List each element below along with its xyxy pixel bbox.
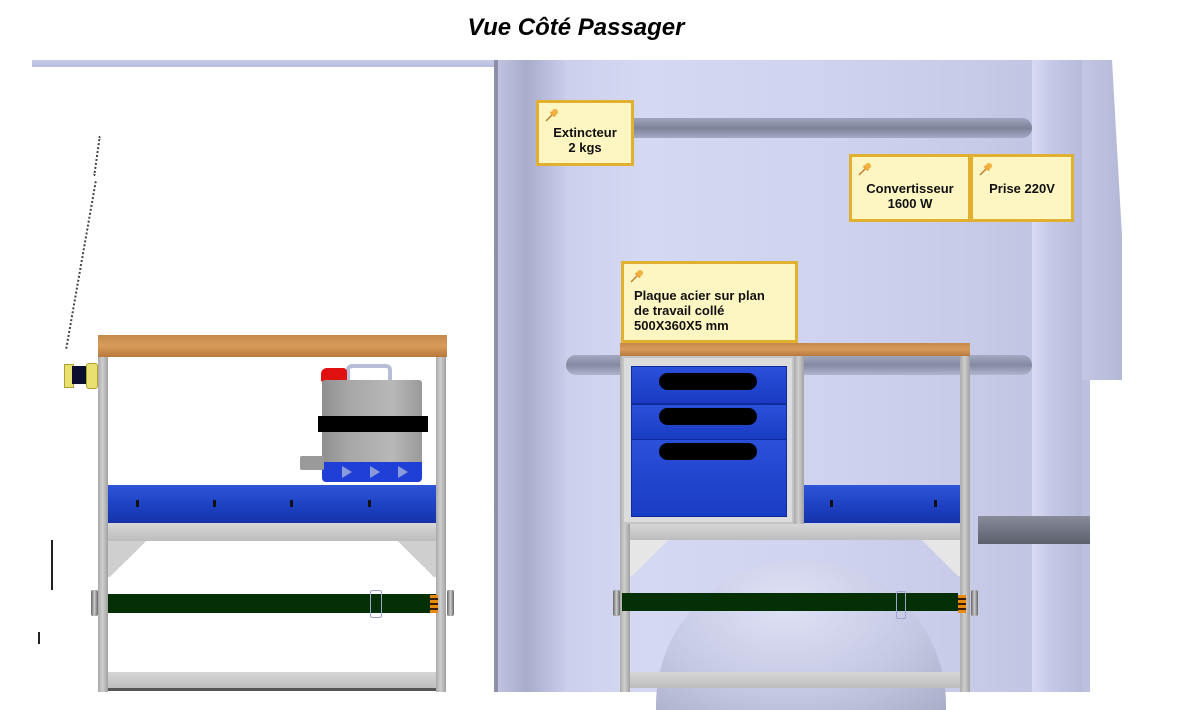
pushpin-icon: [858, 163, 871, 176]
note-prise: Prise 220V: [970, 154, 1074, 222]
drawer-handle: [659, 408, 757, 425]
shelf-post-right: [436, 357, 446, 692]
bolt-icon: [830, 500, 833, 507]
note-line: Prise 220V: [989, 181, 1055, 196]
drawer-1: [631, 366, 787, 404]
ratchet-anchor: [62, 360, 98, 390]
pushpin-icon: [630, 270, 643, 283]
shelf-post-right: [960, 356, 970, 692]
bolt-icon: [290, 500, 293, 507]
note-line: de travail collé: [634, 303, 725, 318]
pushpin-icon: [545, 109, 558, 122]
arrow-icon: [370, 466, 380, 478]
note-line: Extincteur: [553, 125, 617, 140]
van-outline-line: [51, 540, 53, 590]
bottom-shelf: [108, 672, 436, 688]
van-edge-line: [494, 60, 498, 692]
arrow-icon: [398, 466, 408, 478]
van-rear-panel: [1082, 60, 1122, 380]
shelf-gusset: [920, 540, 960, 576]
shelf-gusset: [396, 541, 436, 577]
shelf-gusset: [108, 541, 148, 577]
jerrycan-handle: [346, 364, 392, 382]
note-line: 2 kgs: [568, 140, 602, 155]
bottom-shelf-edge: [108, 688, 436, 691]
shelf-post-left: [620, 356, 630, 692]
strap-clip-right: [447, 590, 454, 616]
strap-buckle: [896, 591, 906, 619]
drawer-2: [631, 404, 787, 440]
van-outline-dots: [93, 136, 101, 176]
jerrycan-tap: [300, 456, 324, 470]
note-extincteur: Extincteur 2 kgs: [536, 100, 634, 166]
bolt-icon: [136, 500, 139, 507]
note-line: Convertisseur: [866, 181, 954, 196]
shelf-post-left: [98, 357, 108, 692]
blue-bin: [108, 485, 436, 523]
shelf-gusset: [630, 540, 670, 576]
jerrycan-strap: [318, 416, 428, 432]
bolt-icon: [213, 500, 216, 507]
wood-worktop: [620, 343, 970, 356]
bolt-icon: [934, 500, 937, 507]
green-strap: [108, 594, 436, 613]
strap-clip-right: [971, 590, 978, 616]
page-title: Vue Côté Passager: [467, 14, 685, 41]
drawer-handle: [659, 443, 757, 460]
bolt-icon: [368, 500, 371, 507]
shelf-post-middle: [794, 356, 804, 524]
van-outline-line: [38, 632, 40, 644]
note-line: Plaque acier sur plan: [634, 288, 765, 303]
note-line: 1600 W: [887, 196, 933, 211]
arrow-icon: [342, 466, 352, 478]
pushpin-icon: [979, 163, 992, 176]
note-line: 500X360X5 mm: [634, 318, 729, 333]
note-plaque: Plaque acier sur plan de travail collé 5…: [621, 261, 798, 343]
grey-shelf: [108, 523, 436, 541]
strap-clip-left: [91, 590, 98, 616]
jerrycan-cap: [321, 368, 347, 382]
green-strap: [622, 593, 958, 611]
van-outline-dots: [65, 181, 97, 349]
bottom-shelf: [630, 672, 960, 688]
note-convertisseur: Convertisseur 1600 W: [849, 154, 971, 222]
strap-buckle: [370, 590, 382, 618]
wood-worktop: [98, 335, 447, 357]
strap-ratchet: [430, 595, 438, 613]
upper-rail: [566, 118, 1032, 138]
drawer-3: [631, 439, 787, 517]
strap-clip-left: [613, 590, 620, 616]
grey-shelf: [630, 524, 960, 540]
drawer-handle: [659, 373, 757, 390]
side-beam: [978, 516, 1090, 544]
strap-ratchet: [958, 595, 966, 613]
